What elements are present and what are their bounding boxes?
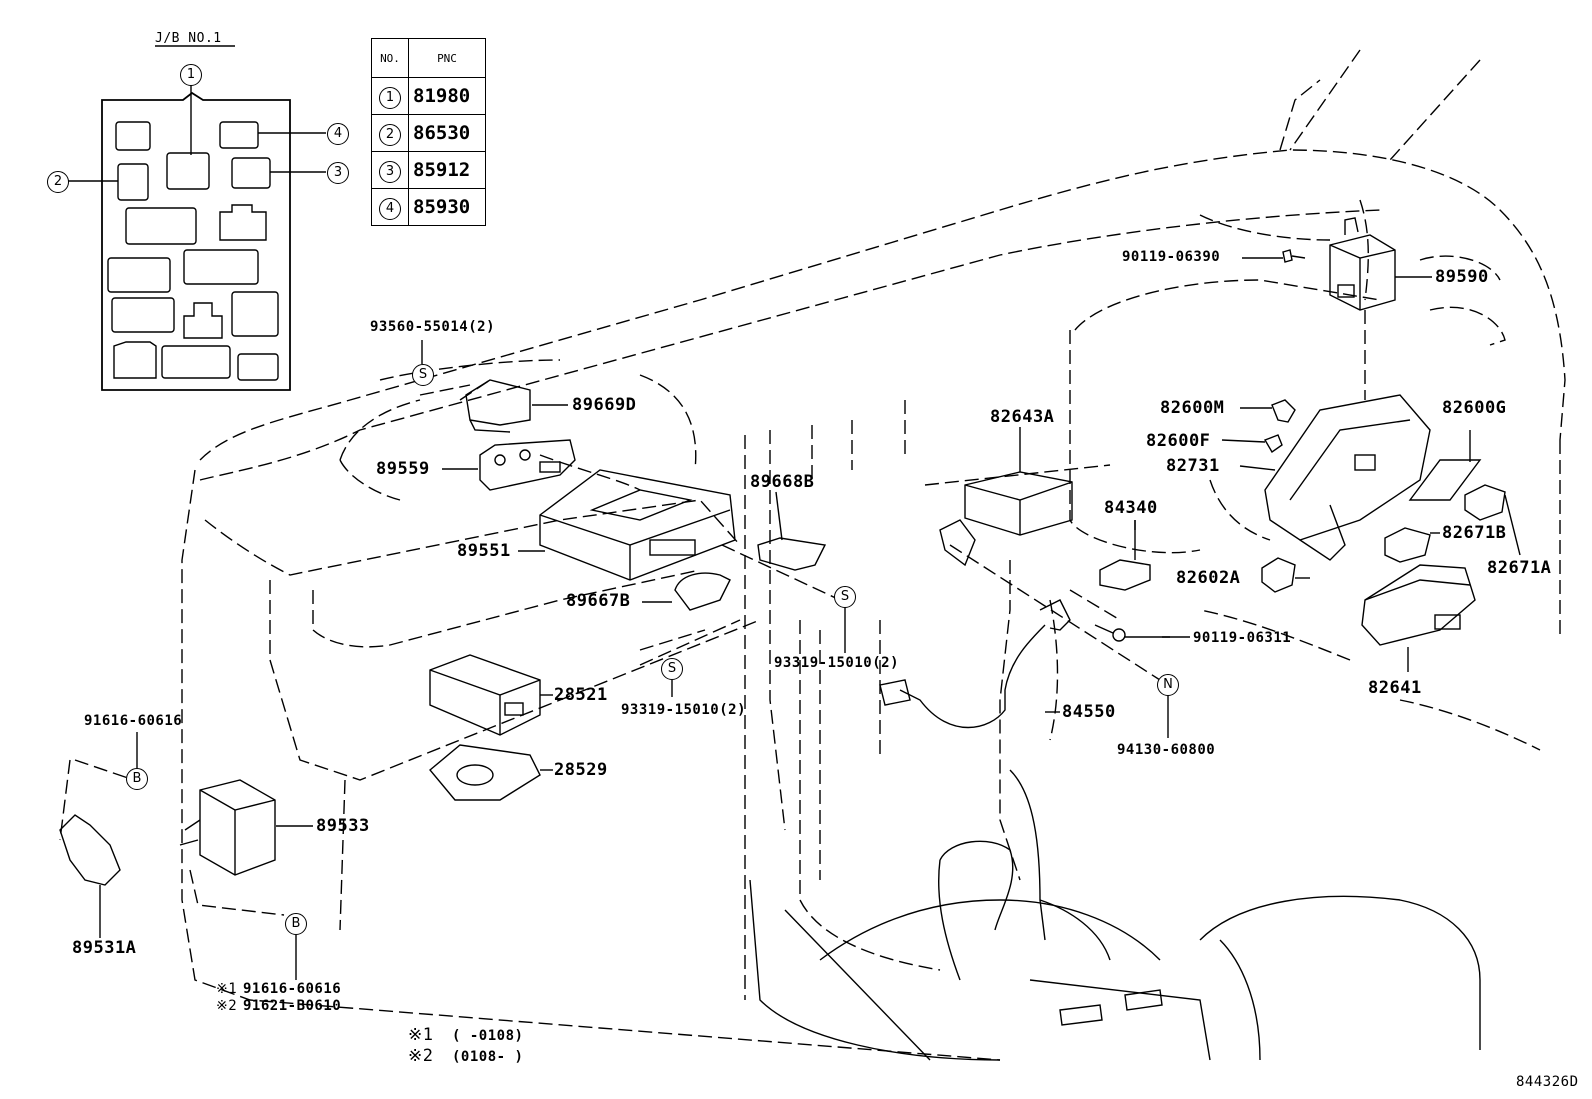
- part-label-89531A: 89531A: [72, 938, 137, 958]
- console-drawing: [749, 769, 1481, 1061]
- table-row: 2 86530: [371, 114, 486, 152]
- component-82671A: [1464, 484, 1506, 521]
- component-82731: [1264, 394, 1431, 561]
- junction-block-title: J/B NO.1: [155, 31, 222, 46]
- component-89668B: [757, 537, 827, 571]
- component-82641: [1361, 564, 1476, 646]
- component-82602A: [1261, 557, 1296, 593]
- part-label-89533: 89533: [316, 816, 370, 836]
- table-row: 1 81980: [371, 77, 486, 115]
- component-28521: [429, 654, 541, 736]
- component-89669D: [465, 379, 531, 433]
- part-label-82602A: 82602A: [1176, 568, 1241, 588]
- row-pnc: 86530: [408, 114, 486, 152]
- component-89590: [1329, 217, 1396, 311]
- part-label-82641: 82641: [1368, 678, 1422, 698]
- component-89551: [539, 469, 736, 581]
- part-label-91616-60616-a: 91616-60616: [84, 713, 183, 729]
- part-label-84340: 84340: [1104, 498, 1158, 518]
- part-label-91621-B0610: 91621-B0610: [243, 998, 342, 1014]
- pnc-table-header: NO. PNC: [371, 38, 486, 78]
- part-label-89590: 89590: [1435, 267, 1489, 287]
- part-label-90119-06390: 90119-06390: [1122, 249, 1221, 265]
- note-2-range: (0108- ): [452, 1049, 524, 1065]
- component-89531A: [59, 814, 121, 935]
- component-82600G: [1408, 459, 1482, 501]
- component-82671B: [1384, 527, 1431, 563]
- part-label-89559: 89559: [376, 459, 430, 479]
- row-number: 3: [379, 160, 401, 183]
- junction-block-drawing: [68, 45, 326, 391]
- note-mark-1: ※1: [216, 981, 238, 997]
- component-89559: [479, 439, 576, 491]
- col-pnc-header: PNC: [408, 38, 486, 78]
- part-label-82671B: 82671B: [1442, 523, 1507, 543]
- component-82600F: [1263, 434, 1283, 454]
- component-82600M: [1271, 399, 1296, 423]
- part-label-28521: 28521: [554, 685, 608, 705]
- note-1-range: ( -0108): [452, 1028, 524, 1044]
- part-label-89668B: 89668B: [750, 472, 815, 492]
- part-label-82671A: 82671A: [1487, 558, 1552, 578]
- component-84340: [1099, 520, 1151, 591]
- part-label-91616-60616-b: 91616-60616: [243, 981, 342, 997]
- component-84550: [879, 599, 1071, 729]
- part-label-82600G: 82600G: [1442, 398, 1507, 418]
- part-label-82643A: 82643A: [990, 407, 1055, 427]
- dashboard-outline: [59, 49, 1566, 1061]
- part-label-82731: 82731: [1166, 456, 1220, 476]
- screw-symbol-s: S: [834, 586, 856, 608]
- jb-callout-2: 2: [47, 171, 69, 193]
- part-label-89667B: 89667B: [566, 591, 631, 611]
- part-label-90119-06311: 90119-06311: [1193, 630, 1292, 646]
- row-pnc: 85930: [408, 188, 486, 226]
- jb-callout-4: 4: [327, 123, 349, 145]
- note-mark-2: ※2: [408, 1046, 434, 1066]
- bolt-symbol-b: B: [126, 768, 148, 790]
- leader-lines: [99, 257, 1521, 980]
- part-label-89669D: 89669D: [572, 395, 637, 415]
- row-number: 4: [379, 197, 401, 220]
- row-number: 1: [379, 86, 401, 109]
- col-no-header: NO.: [371, 38, 409, 78]
- part-label-93560-55014: 93560-55014(2): [370, 319, 496, 335]
- part-label-94130-60800: 94130-60800: [1117, 742, 1216, 758]
- table-row: 3 85912: [371, 151, 486, 189]
- component-89667B: [674, 572, 731, 611]
- bolt-symbol-b: B: [285, 913, 307, 935]
- table-row: 4 85930: [371, 188, 486, 226]
- row-number: 2: [379, 123, 401, 146]
- row-pnc: 81980: [408, 77, 486, 115]
- jb-callout-1: 1: [180, 64, 202, 86]
- note-mark-2: ※2: [216, 998, 238, 1014]
- note-mark-1: ※1: [408, 1025, 434, 1045]
- screw-symbol-s: S: [661, 658, 683, 680]
- part-label-28529: 28529: [554, 760, 608, 780]
- screw-symbol-s: S: [412, 364, 434, 386]
- nut-symbol-n: N: [1157, 674, 1179, 696]
- diagram-id: 844326D: [1516, 1074, 1579, 1090]
- part-label-89551: 89551: [457, 541, 511, 561]
- part-label-93319-15010-a: 93319-15010(2): [774, 655, 900, 671]
- jb-callout-3: 3: [327, 162, 349, 184]
- part-label-84550: 84550: [1062, 702, 1116, 722]
- pnc-table: NO. PNC 1 81980 2 86530 3 85912 4 85930: [371, 38, 486, 226]
- part-label-82600M: 82600M: [1160, 398, 1225, 418]
- part-label-82600F: 82600F: [1146, 431, 1211, 451]
- component-89533: [179, 779, 276, 876]
- component-28529: [429, 744, 541, 801]
- row-pnc: 85912: [408, 151, 486, 189]
- part-label-93319-15010-b: 93319-15010(2): [621, 702, 747, 718]
- fastener-drawings: [1094, 249, 1306, 642]
